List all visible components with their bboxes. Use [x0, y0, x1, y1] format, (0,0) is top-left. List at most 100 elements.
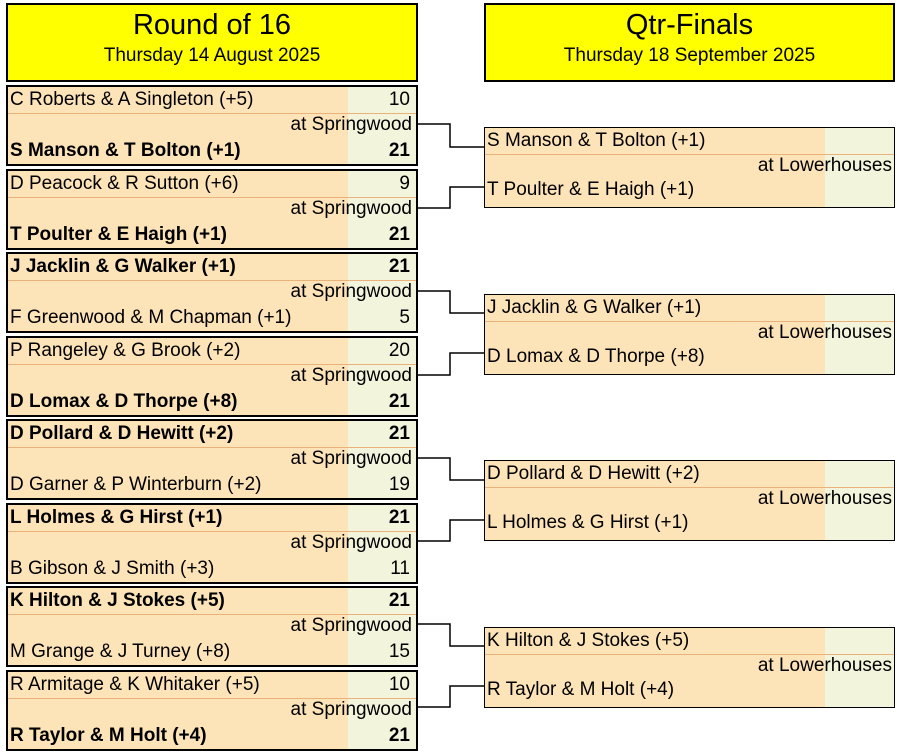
r16-match: L Holmes & G Hirst (+1) 21 at Springwood B … — [6, 502, 418, 584]
team-row: P Rangeley & G Brook (+2) 20 — [8, 338, 416, 364]
team-row: R Armitage & K Whitaker (+5) 10 — [8, 672, 416, 698]
round-date: Thursday 14 August 2025 — [103, 45, 321, 66]
team-name: S Manson & T Bolton (+1) — [10, 140, 241, 161]
match-venue: at Lowerhouses — [757, 321, 892, 343]
team-score: 21 — [388, 590, 410, 611]
team-name: J Jacklin & G Walker (+1) — [487, 296, 702, 318]
r16-match: R Armitage & K Whitaker (+5) 10 at Springw… — [6, 669, 418, 751]
team-score: 21 — [388, 423, 410, 444]
match-venue: at Springwood — [290, 615, 412, 636]
team-name: R Taylor & M Holt (+4) — [10, 724, 207, 746]
team-row: F Greenwood & M Chapman (+1) 5 — [8, 305, 416, 331]
team-row: D Lomax & D Thorpe (+8) 21 — [8, 389, 416, 415]
round-title: Qtr-Finals — [625, 9, 754, 41]
team-name: D Lomax & D Thorpe (+8) — [10, 390, 238, 412]
team-row: D Pollard & D Hewitt (+2) — [485, 461, 894, 487]
team-row: K Hilton & J Stokes (+5) 21 — [8, 588, 416, 614]
team-score: 21 — [388, 256, 410, 277]
round-of-16-header: Round of 16 Thursday 14 August 2025 — [6, 3, 418, 82]
row-divider — [485, 654, 894, 656]
row-divider — [8, 697, 416, 699]
team-row: R Taylor & M Holt (+4) 21 — [8, 723, 416, 749]
match-venue: at Springwood — [290, 531, 412, 553]
team-name: T Poulter & E Haigh (+1) — [10, 223, 227, 245]
team-score: 11 — [390, 557, 410, 579]
team-name: K Hilton & J Stokes (+5) — [10, 590, 225, 611]
team-row: R Taylor & M Holt (+4) — [485, 677, 894, 703]
team-row: J Jacklin & G Walker (+1) 21 — [8, 254, 416, 280]
team-row: K Hilton & J Stokes (+5) — [485, 628, 894, 654]
team-name: D Peacock & R Sutton (+6) — [10, 172, 239, 194]
row-divider — [485, 320, 894, 322]
qf-match: K Hilton & J Stokes (+5) at Lowerhouses R … — [484, 627, 895, 709]
team-score: 21 — [388, 390, 410, 412]
team-row: D Garner & P Winterburn (+2) 19 — [8, 472, 416, 498]
team-name: P Rangeley & G Brook (+2) — [10, 339, 241, 361]
team-score: 21 — [388, 506, 410, 528]
match-venue: at Springwood — [290, 448, 412, 469]
team-row: S Manson & T Bolton (+1) — [485, 128, 894, 154]
match-venue: at Springwood — [290, 698, 412, 720]
team-name: M Grange & J Turney (+8) — [10, 641, 231, 662]
team-name: J Jacklin & G Walker (+1) — [10, 256, 236, 277]
team-row: L Holmes & G Hirst (+1) — [485, 510, 894, 536]
team-name: D Garner & P Winterburn (+2) — [10, 474, 262, 495]
r16-match: D Pollard & D Hewitt (+2) 21 at Springwood… — [6, 419, 418, 500]
team-row: C Roberts & A Singleton (+5) 10 — [8, 87, 416, 113]
team-score: 21 — [388, 223, 410, 245]
team-name: K Hilton & J Stokes (+5) — [487, 630, 690, 652]
round-date: Thursday 18 September 2025 — [563, 45, 816, 66]
team-score: 19 — [388, 474, 410, 495]
row-divider — [8, 363, 416, 365]
row-divider — [8, 113, 416, 114]
team-name: D Pollard & D Hewitt (+2) — [487, 463, 700, 485]
row-divider — [8, 614, 416, 615]
row-divider — [8, 280, 416, 281]
team-row: J Jacklin & G Walker (+1) — [485, 295, 894, 321]
row-divider — [8, 196, 416, 198]
team-name: R Taylor & M Holt (+4) — [487, 679, 675, 701]
team-score: 21 — [388, 724, 410, 746]
match-venue: at Springwood — [290, 281, 412, 302]
team-row: B Gibson & J Smith (+3) 11 — [8, 556, 416, 582]
team-row: D Pollard & D Hewitt (+2) 21 — [8, 421, 416, 447]
row-divider — [485, 487, 894, 489]
team-name: T Poulter & E Haigh (+1) — [487, 179, 695, 200]
team-score: 15 — [388, 641, 410, 662]
team-name: C Roberts & A Singleton (+5) — [10, 89, 254, 110]
team-row: S Manson & T Bolton (+1) 21 — [8, 138, 416, 164]
team-row: D Peacock & R Sutton (+6) 9 — [8, 171, 416, 197]
match-venue: at Springwood — [290, 197, 412, 219]
row-divider — [485, 154, 894, 155]
team-score: 10 — [388, 673, 410, 695]
team-name: D Pollard & D Hewitt (+2) — [10, 423, 234, 444]
r16-match: P Rangeley & G Brook (+2) 20 at Springwood… — [6, 335, 418, 417]
team-score: 20 — [388, 339, 410, 361]
team-score: 10 — [388, 89, 410, 110]
team-name: B Gibson & J Smith (+3) — [10, 557, 215, 579]
team-row: T Poulter & E Haigh (+1) 21 — [8, 222, 416, 248]
team-name: F Greenwood & M Chapman (+1) — [10, 307, 292, 328]
round-title: Round of 16 — [132, 9, 291, 41]
team-name: R Armitage & K Whitaker (+5) — [10, 673, 260, 695]
match-venue: at Lowerhouses — [757, 655, 892, 677]
team-name: S Manson & T Bolton (+1) — [487, 130, 706, 151]
team-score: 5 — [399, 307, 410, 328]
match-venue: at Lowerhouses — [757, 488, 892, 510]
team-row: D Lomax & D Thorpe (+8) — [485, 344, 894, 370]
r16-match: J Jacklin & G Walker (+1) 21 at Springwood… — [6, 252, 418, 333]
team-name: D Lomax & D Thorpe (+8) — [487, 345, 705, 367]
team-score: 21 — [388, 140, 410, 161]
match-venue: at Springwood — [290, 364, 412, 386]
team-score: 9 — [399, 172, 410, 194]
row-divider — [8, 447, 416, 448]
team-name: L Holmes & G Hirst (+1) — [10, 506, 223, 528]
team-name: L Holmes & G Hirst (+1) — [487, 512, 689, 534]
